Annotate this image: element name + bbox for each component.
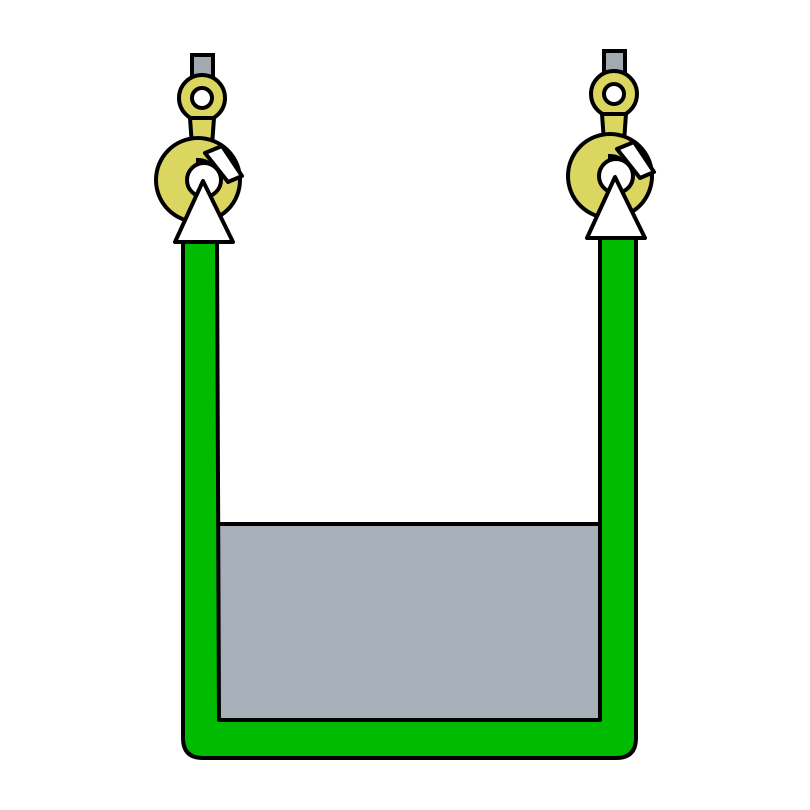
load-block [216, 522, 604, 724]
safety-latch [203, 144, 244, 184]
safety-latch [615, 140, 656, 180]
sling-eye [585, 175, 647, 240]
shackle-hole [602, 82, 626, 106]
lifting-hook-icon [566, 49, 656, 240]
sling-eye [173, 179, 235, 244]
shackle-hole [190, 86, 214, 110]
lifting-hook-icon [154, 53, 244, 244]
